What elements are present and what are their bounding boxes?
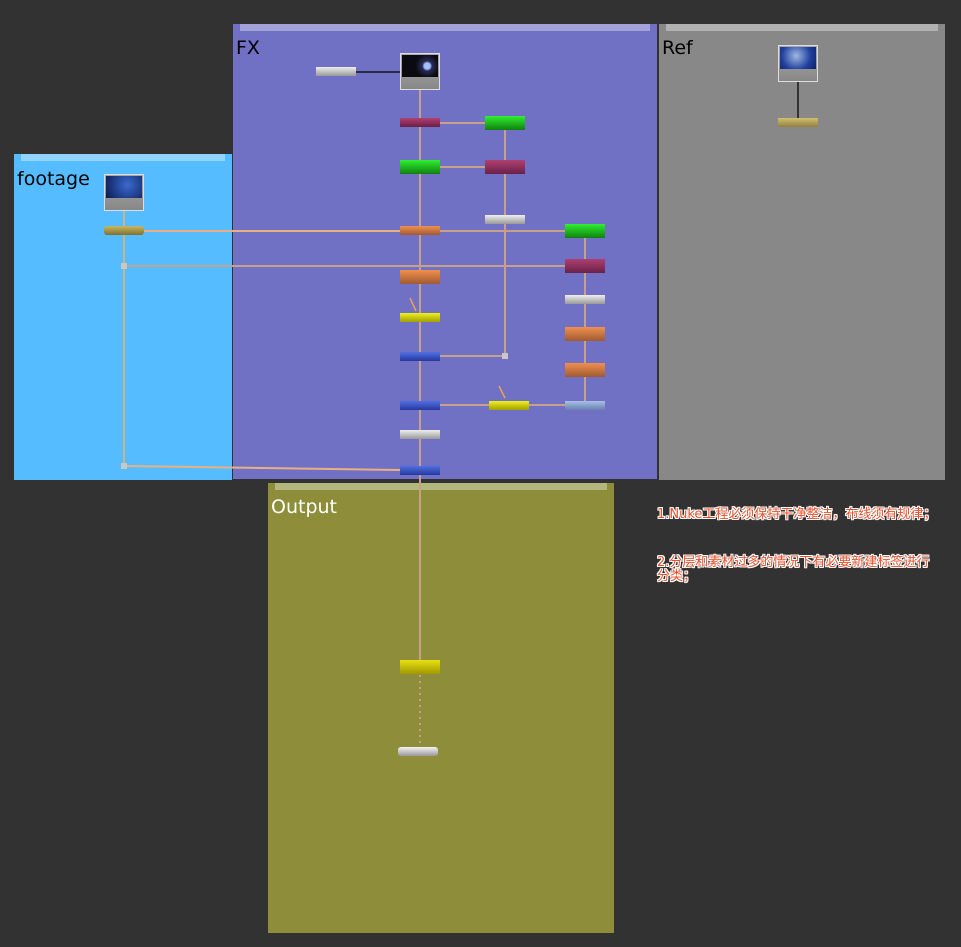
node-green-2[interactable]	[485, 116, 525, 130]
backdrop-ref-label: Ref	[662, 37, 693, 59]
node-yellow-output[interactable]	[400, 660, 440, 674]
node-orange-3[interactable]	[565, 327, 605, 341]
node-grey-3[interactable]	[565, 295, 605, 304]
node-grey-1[interactable]	[400, 430, 440, 439]
node-orange-4[interactable]	[565, 363, 605, 377]
backdrop-ref-header	[666, 24, 938, 31]
node-maroon-1[interactable]	[400, 118, 440, 127]
backdrop-fx-label: FX	[236, 37, 260, 59]
backdrop-output[interactable]: Output	[268, 483, 614, 933]
sticky-note-2[interactable]: 2.分层和素材过多的情况下有必要新建标签进行分类；	[657, 555, 930, 584]
backdrop-fx[interactable]: FX	[233, 24, 657, 479]
merge-node-blue-1[interactable]	[400, 352, 440, 361]
node-maroon-2[interactable]	[485, 160, 525, 174]
node-green-1[interactable]	[400, 160, 440, 174]
read-node-footage[interactable]	[104, 174, 144, 211]
thumbnail-image	[106, 176, 142, 198]
backdrop-ref[interactable]: Ref	[659, 24, 945, 480]
dot-node-3[interactable]	[121, 463, 127, 469]
read-node-ref[interactable]	[778, 45, 818, 82]
merge-node-blue-3[interactable]	[400, 466, 440, 475]
thumbnail-image	[402, 55, 438, 77]
dot-node-1[interactable]	[502, 353, 508, 359]
node-maroon-3[interactable]	[565, 259, 605, 273]
node-olive-ref[interactable]	[778, 118, 818, 127]
node-yellow-1[interactable]	[400, 313, 440, 322]
node-yellow-2[interactable]	[489, 401, 529, 410]
backdrop-output-label: Output	[271, 496, 337, 518]
node-grey-2[interactable]	[485, 215, 525, 224]
node-lightblue-1[interactable]	[565, 401, 605, 410]
dot-node-2[interactable]	[121, 263, 127, 269]
sticky-note-1[interactable]: 1.Nuke工程必须保持干净整洁，布线须有规律；	[657, 507, 937, 522]
node-olive-footage[interactable]	[104, 226, 144, 235]
write-node[interactable]	[398, 747, 438, 756]
read-node-fx[interactable]	[400, 53, 440, 90]
node-green-3[interactable]	[565, 224, 605, 238]
thumbnail-image	[780, 47, 816, 69]
backdrop-output-header	[275, 483, 607, 490]
merge-node-orange-1[interactable]	[400, 226, 440, 235]
merge-node-blue-2[interactable]	[400, 401, 440, 410]
backdrop-footage-header	[21, 154, 225, 161]
backdrop-footage-label: footage	[17, 168, 90, 190]
backdrop-fx-header	[240, 24, 650, 31]
viewer-node[interactable]	[316, 67, 356, 76]
node-orange-2[interactable]	[400, 270, 440, 284]
